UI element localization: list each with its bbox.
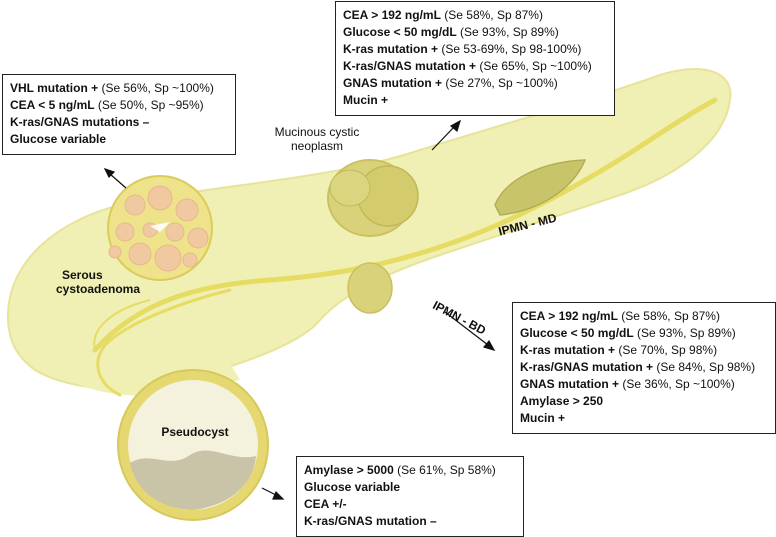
criterion-text: K-ras/GNAS mutations – [10, 115, 150, 129]
info-line: Mucin + [343, 92, 607, 109]
mucinous-info-box: CEA > 192 ng/mL (Se 58%, Sp 87%)Glucose … [335, 1, 615, 116]
stats-text: (Se 58%, Sp 87%) [617, 309, 720, 323]
info-line: VHL mutation + (Se 56%, Sp ~100%) [10, 80, 228, 97]
criterion-text: Glucose < 50 mg/dL [343, 25, 457, 39]
criterion-text: CEA > 192 ng/mL [520, 309, 618, 323]
criterion-text: Mucin + [520, 411, 566, 425]
serous-info-box: VHL mutation + (Se 56%, Sp ~100%)CEA < 5… [2, 74, 236, 155]
criterion-text: K-ras mutation + [520, 343, 616, 357]
ipmn-md-dilation [494, 159, 587, 216]
info-line: GNAS mutation + (Se 27%, Sp ~100%) [343, 75, 607, 92]
stats-text: (Se 65%, Sp ~100%) [476, 59, 592, 73]
stats-text: (Se 93%, Sp 89%) [633, 326, 736, 340]
main-duct [92, 97, 718, 353]
mucinous-label-line2: neoplasm [290, 139, 344, 153]
serous-label: Serous cystoadenoma [56, 268, 166, 296]
info-line: Amylase > 5000 (Se 61%, Sp 58%) [304, 462, 516, 479]
info-line: K-ras/GNAS mutation + (Se 65%, Sp ~100%) [343, 58, 607, 75]
criterion-text: K-ras/GNAS mutation + [520, 360, 654, 374]
criterion-text: GNAS mutation + [343, 76, 443, 90]
serous-label-line1: Serous [62, 268, 103, 282]
stats-text: (Se 84%, Sp 98%) [653, 360, 756, 374]
info-line: CEA < 5 ng/mL (Se 50%, Sp ~95%) [10, 97, 228, 114]
info-line: K-ras mutation + (Se 70%, Sp 98%) [520, 342, 768, 359]
ipmn-bd-cyst [347, 262, 393, 314]
pseudocyst-info-box: Amylase > 5000 (Se 61%, Sp 58%)Glucose v… [296, 456, 524, 537]
pointer-arrows [103, 119, 496, 500]
info-line: Amylase > 250 [520, 393, 768, 410]
stats-text: (Se 36%, Sp ~100%) [619, 377, 735, 391]
mucinous-cyst-small [329, 169, 371, 207]
criterion-text: Glucose variable [10, 132, 107, 146]
serous-microcysts [108, 185, 209, 272]
stats-text: (Se 58%, Sp 87%) [440, 8, 543, 22]
info-line: Glucose variable [304, 479, 516, 496]
info-line: K-ras mutation + (Se 53-69%, Sp 98-100%) [343, 41, 607, 58]
criterion-text: Glucose variable [304, 480, 401, 494]
info-line: Mucin + [520, 410, 768, 427]
stats-text: (Se 61%, Sp 58%) [393, 463, 496, 477]
info-line: CEA +/- [304, 496, 516, 513]
stats-text: (Se 93%, Sp 89%) [456, 25, 559, 39]
criterion-text: K-ras mutation + [343, 42, 439, 56]
stats-text: (Se 50%, Sp ~95%) [94, 98, 204, 112]
criterion-text: K-ras/GNAS mutation + [343, 59, 477, 73]
mucinous-label: Mucinous cystic neoplasm [262, 125, 372, 153]
pseudocyst-label: Pseudocyst [161, 425, 229, 439]
mucinous-label-line1: Mucinous cystic [274, 125, 360, 139]
stats-text: (Se 53-69%, Sp 98-100%) [438, 42, 582, 56]
serous-label-line2: cystoadenoma [56, 282, 141, 296]
duct-branch [93, 299, 151, 351]
criterion-text: Amylase > 5000 [304, 463, 394, 477]
info-line: K-ras/GNAS mutation + (Se 84%, Sp 98%) [520, 359, 768, 376]
info-line: Glucose < 50 mg/dL (Se 93%, Sp 89%) [343, 24, 607, 41]
criterion-text: VHL mutation + [10, 81, 99, 95]
info-line: CEA > 192 ng/mL (Se 58%, Sp 87%) [520, 308, 768, 325]
criterion-text: Mucin + [343, 93, 389, 107]
secondary-duct [96, 288, 232, 397]
info-line: Glucose variable [10, 131, 228, 148]
serous-scar [150, 222, 170, 232]
pseudocyst-fluid [130, 450, 256, 510]
criterion-text: CEA > 192 ng/mL [343, 8, 441, 22]
ipmn-bd-info-box: CEA > 192 ng/mL (Se 58%, Sp 87%)Glucose … [512, 302, 776, 434]
criterion-text: CEA < 5 ng/mL [10, 98, 95, 112]
info-line: CEA > 192 ng/mL (Se 58%, Sp 87%) [343, 7, 607, 24]
criterion-text: GNAS mutation + [520, 377, 620, 391]
criterion-text: Amylase > 250 [520, 394, 604, 408]
stats-text: (Se 56%, Sp ~100%) [98, 81, 214, 95]
info-line: GNAS mutation + (Se 36%, Sp ~100%) [520, 376, 768, 393]
info-line: K-ras/GNAS mutation – [304, 513, 516, 530]
stats-text: (Se 70%, Sp 98%) [615, 343, 718, 357]
info-line: K-ras/GNAS mutations – [10, 114, 228, 131]
criterion-text: K-ras/GNAS mutation – [304, 514, 437, 528]
stats-text: (Se 27%, Sp ~100%) [442, 76, 558, 90]
info-line: Glucose < 50 mg/dL (Se 93%, Sp 89%) [520, 325, 768, 342]
criterion-text: CEA +/- [304, 497, 347, 511]
criterion-text: Glucose < 50 mg/dL [520, 326, 634, 340]
